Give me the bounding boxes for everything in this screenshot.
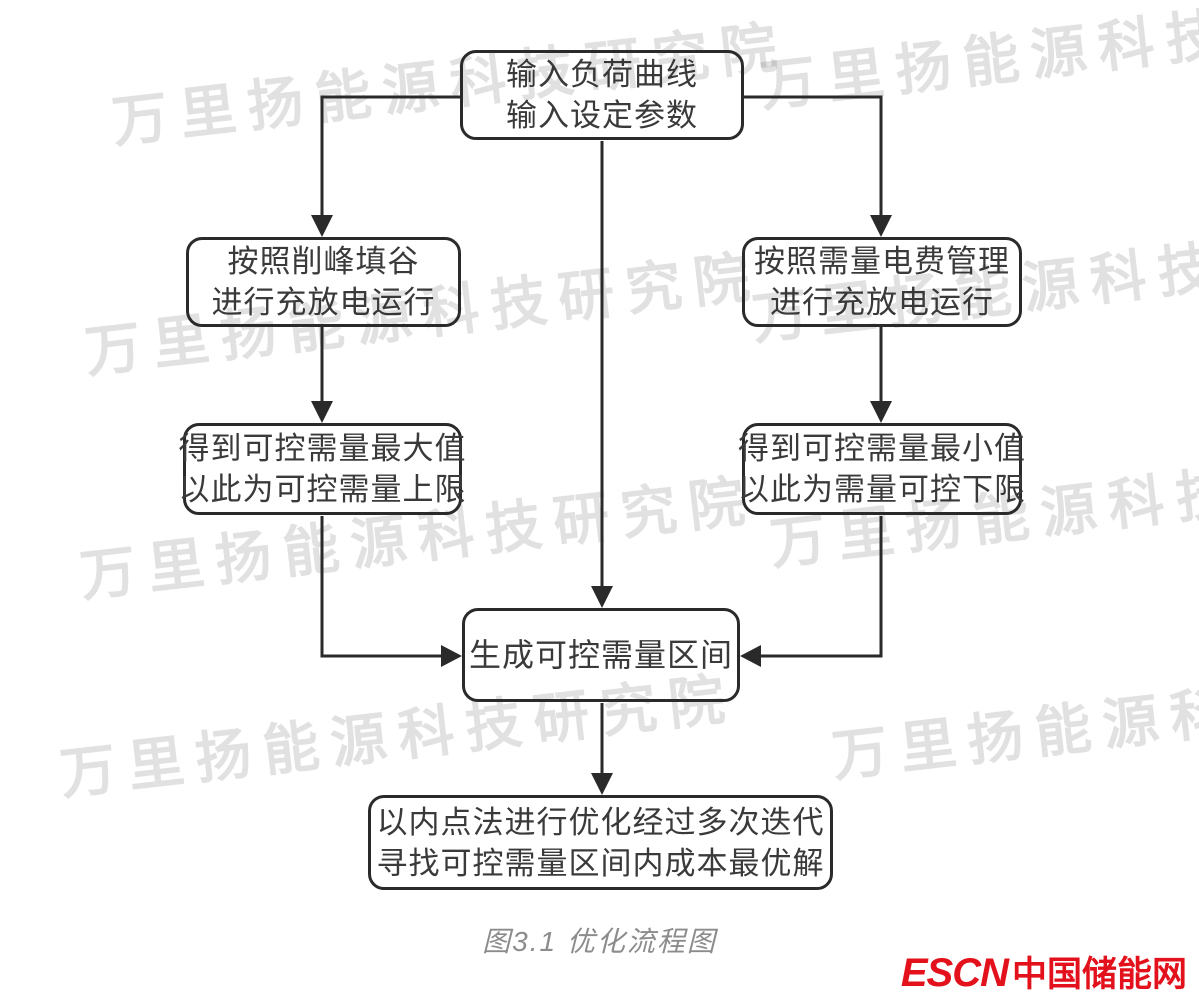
node-generate-demand-interval: 生成可控需量区间 — [462, 608, 740, 702]
node-text-line: 按照需量电费管理 — [754, 244, 1010, 279]
node-text-line: 得到可控需量最小值 — [738, 431, 1026, 466]
line-max-to-interval-elbow — [320, 516, 443, 658]
node-min-controllable-demand: 得到可控需量最小值 以此为需量可控下限 — [738, 423, 1025, 515]
arrowhead-into-interval-left — [441, 645, 462, 667]
arrowhead-into-interval-top — [591, 586, 613, 608]
figure-caption: 图3.1 优化流程图 — [482, 926, 717, 957]
node-text-line: 寻找可控需量区间内成本最优解 — [376, 845, 825, 881]
node-text-line: 得到可控需量最大值 — [178, 431, 467, 466]
node-max-controllable-demand: 得到可控需量最大值 以此为可控需量上限 — [179, 423, 466, 515]
arrowhead-into-optimize — [591, 773, 613, 795]
arrowhead-into-peak — [311, 215, 333, 237]
node-text-line: 进行充放电运行 — [211, 285, 436, 320]
arrowhead-into-interval-right — [740, 645, 761, 667]
node-text-line: 以此为需量可控下限 — [738, 472, 1026, 507]
node-demand-charge-operation: 按照需量电费管理 进行充放电运行 — [742, 237, 1022, 327]
escn-logo-chinese: 中国储能网 — [1011, 955, 1187, 994]
node-input-parameters: 输入负荷曲线 输入设定参数 — [460, 50, 744, 140]
line-min-to-interval-elbow — [759, 516, 883, 658]
node-text-line: 以内点法进行优化经过多次迭代 — [376, 804, 825, 840]
node-text-line: 按照削峰填谷 — [227, 244, 420, 279]
node-text-line: 生成可控需量区间 — [468, 636, 733, 673]
arrowhead-into-max — [311, 401, 333, 423]
node-text-line: 以此为可控需量上限 — [178, 472, 467, 507]
node-text-line: 进行充放电运行 — [770, 285, 994, 320]
node-text-line: 输入负荷曲线 — [506, 57, 698, 92]
escn-logo: ESCN 中国储能网 — [901, 946, 1187, 997]
escn-logo-latin: ESCN — [900, 951, 1009, 995]
node-peak-shaving-operation: 按照削峰填谷 进行充放电运行 — [186, 237, 461, 327]
node-interior-point-optimization: 以内点法进行优化经过多次迭代 寻找可控需量区间内成本最优解 — [368, 795, 833, 890]
arrowhead-into-min — [870, 401, 892, 423]
node-text-line: 输入设定参数 — [506, 98, 698, 133]
arrowhead-into-demand — [870, 215, 892, 237]
